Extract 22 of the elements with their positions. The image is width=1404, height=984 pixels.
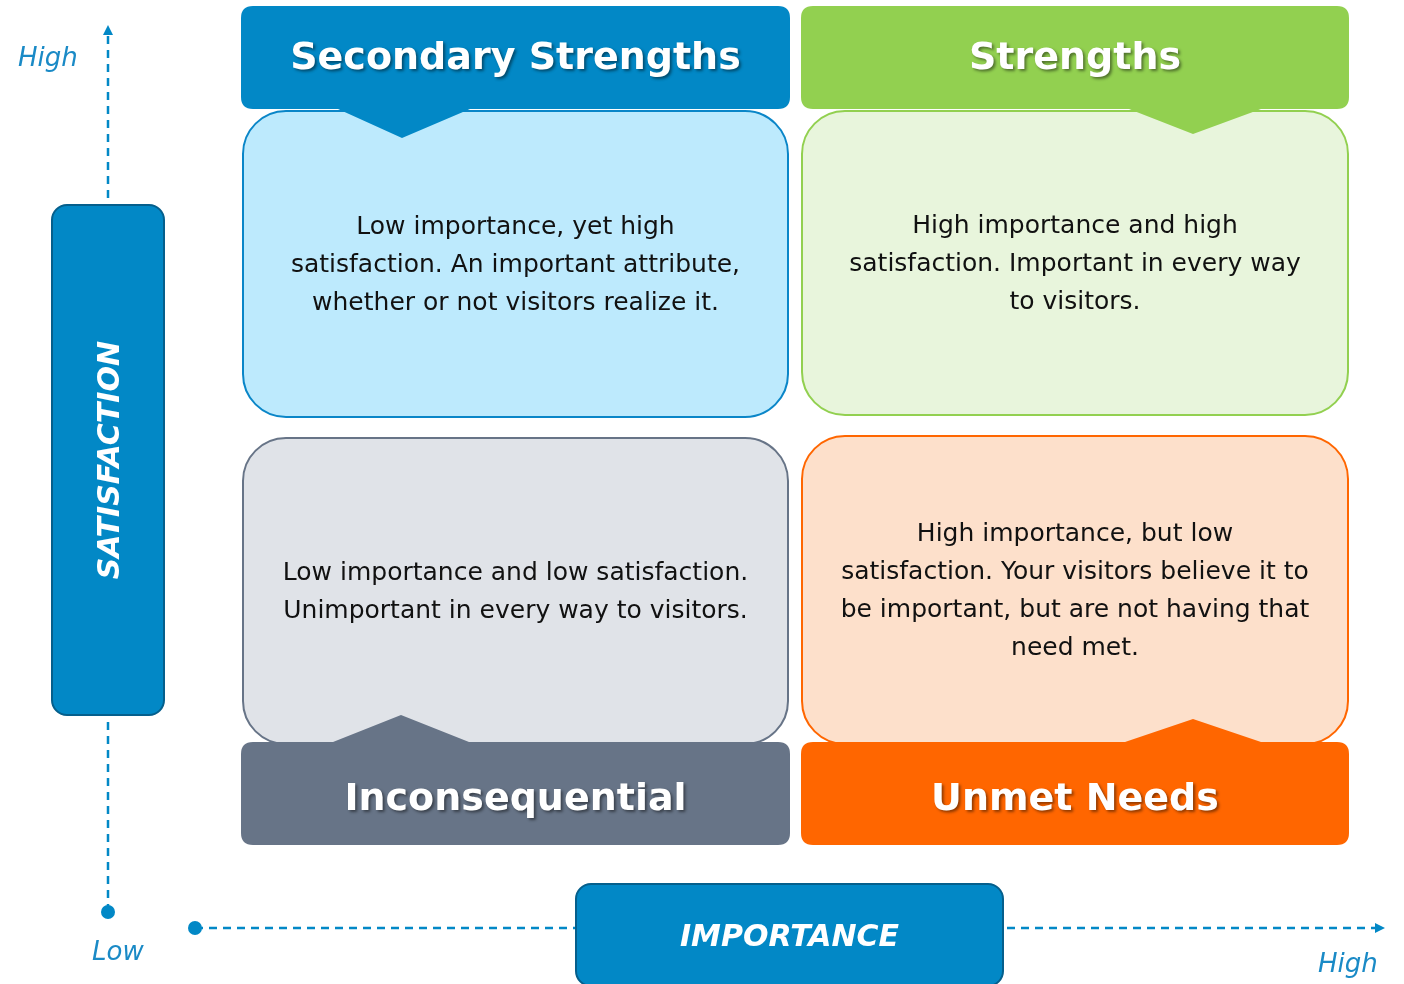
axis-end-label: High [18,42,78,72]
header-title: Inconsequential [344,775,687,819]
quadrant-description: High importance, but low satisfaction. Your visitors believe it to be important, but are not having that need met. [839,517,1311,663]
quadrant-description: High importance and high satisfaction. Important in every way to visitors. [848,209,1302,317]
header-banner [801,6,1349,134]
quadrant-card [801,110,1349,416]
header-banner [801,719,1349,845]
quadrant-description: Low importance, yet high satisfaction. An important attribute, whether or not visitors realize it. [289,210,742,318]
header-title: Unmet Needs [931,775,1219,819]
axis-title-box [51,204,165,716]
quadrant-card [801,435,1349,745]
axis-title-box [575,883,1004,984]
header-title: Secondary Strengths [290,34,741,78]
axis-title: IMPORTANCE [679,917,900,953]
header-banner [241,715,790,845]
axis-title: SATISFACTION [90,340,126,580]
axis-end-label: High [1318,948,1378,978]
axis-end-label: Low [92,936,144,966]
header-title: Strengths [968,34,1182,78]
quadrant-card [242,437,789,745]
quadrant-description: Low importance and low satisfaction. Unimportant in every way to visitors. [281,556,750,626]
quadrant-card [242,110,789,418]
